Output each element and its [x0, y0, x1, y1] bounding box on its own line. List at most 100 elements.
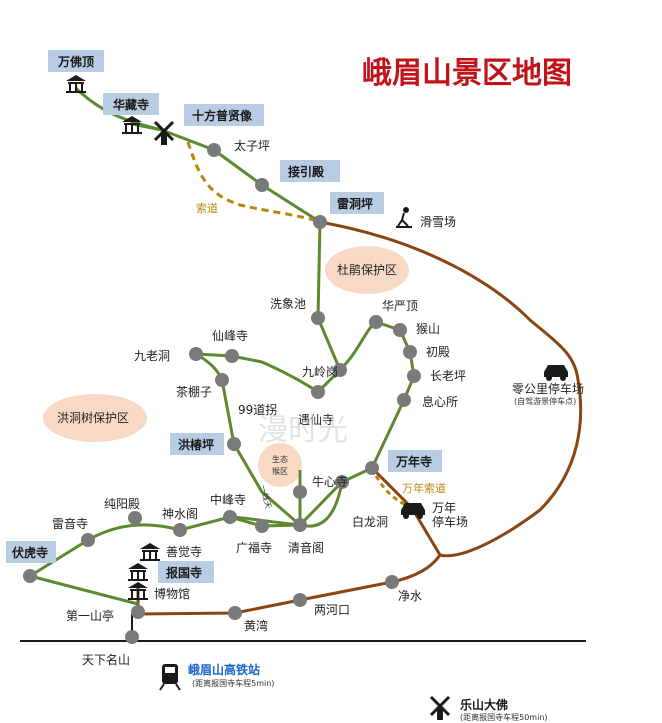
label-rail-note: (距离报国寺车程5min) [192, 678, 274, 688]
label-huazangsi: 华藏寺 [113, 97, 149, 112]
node-leiyinsi[interactable] [81, 533, 95, 547]
label-daoguai99: 99道拐 [238, 402, 277, 417]
car-icon [544, 365, 568, 381]
node-zhongfengsi[interactable] [223, 510, 237, 524]
node-guangfusi[interactable] [255, 519, 269, 533]
node-lianghekou[interactable] [293, 593, 307, 607]
label-cableway-jinding: 索道 [196, 201, 218, 215]
box-wanfoding [48, 50, 104, 72]
reserve-dupeng [325, 246, 409, 294]
label-parking-lingongli-note: (自驾游景停车点) [514, 396, 576, 406]
label-huayanding: 华严顶 [382, 299, 418, 313]
label-chudian: 初殿 [426, 345, 450, 359]
node-houshan[interactable] [393, 323, 407, 337]
label-hongchunping: 洪椿坪 [178, 437, 214, 452]
label-baoguosi: 报国寺 [166, 565, 202, 580]
node-taiziping[interactable] [207, 143, 221, 157]
museum-icon [128, 582, 148, 600]
node-chunyangdian[interactable] [128, 511, 142, 525]
label-taiziping: 太子坪 [234, 138, 270, 153]
node-huayanding[interactable] [369, 315, 383, 329]
label-cableway-wannian: 万年索道 [402, 481, 446, 495]
label-chapengzi: 茶棚子 [176, 384, 212, 399]
node-huangwan[interactable] [228, 606, 242, 620]
node-changlaoping[interactable] [407, 369, 421, 383]
label-houshan: 猴山 [416, 322, 440, 336]
box-huazangsi [103, 93, 159, 115]
label-rail-station: 峨眉山高铁站 [188, 662, 260, 677]
temple-icon [66, 75, 86, 93]
node-diyishanting[interactable] [131, 605, 145, 619]
node-chudian[interactable] [403, 345, 417, 359]
box-hongchunping [170, 433, 224, 455]
label-huaxuechang: 滑雪场 [420, 215, 456, 229]
label-xixinsuo: 息心所 [422, 394, 458, 409]
node-wanniansi[interactable] [365, 461, 379, 475]
label-leiyinsi: 雷音寺 [52, 516, 88, 531]
label-yixiantian: 一线天 [258, 484, 274, 510]
box-fuhusi [6, 541, 56, 563]
node-bailongdong[interactable] [335, 475, 349, 489]
label-jingshui: 净水 [398, 589, 422, 603]
trail-fuhu-diyi [29, 574, 139, 606]
label-xixiangchi: 洗象池 [270, 297, 306, 311]
box-shifang [184, 104, 264, 126]
label-guangfusi: 广福寺 [236, 540, 272, 555]
statue-icon [153, 120, 175, 145]
page-title: 峨眉山景区地图 [362, 56, 572, 91]
label-fuhusi: 伏虎寺 [12, 545, 48, 560]
node-tianxiamingshan[interactable] [125, 630, 139, 644]
label-shenshuige: 神水阁 [162, 507, 198, 521]
node-hongchunping[interactable] [227, 437, 241, 451]
node-chapengzi[interactable] [215, 373, 229, 387]
label-shanjuesi: 善觉寺 [166, 544, 202, 559]
trail-summit [74, 86, 321, 224]
node-xixinsuo[interactable] [397, 393, 411, 407]
node-fuhusi[interactable] [23, 569, 37, 583]
temple-icon [140, 543, 160, 561]
node-jiulinggang[interactable] [333, 363, 347, 377]
road-leidong-jingshui [319, 220, 583, 558]
label-parking-wannian-2: 停车场 [432, 514, 468, 529]
label-huangwan: 黄湾 [244, 618, 268, 633]
reserve-hongdong [43, 394, 147, 442]
box-wanniansi [388, 450, 442, 472]
skier-icon [396, 207, 412, 228]
label-diyishanting: 第一山亭 [66, 608, 114, 623]
node-niuxinsi[interactable] [293, 485, 307, 499]
box-jieyindian [280, 160, 340, 182]
label-parking-lingongli: 零公里停车场 [512, 381, 584, 396]
temple-icon [128, 563, 148, 581]
node-xianfengsi[interactable] [225, 349, 239, 363]
node-yuxiansi[interactable] [311, 385, 325, 399]
node-shenshuige[interactable] [173, 523, 187, 537]
label-tianxiamingshan: 天下名山 [82, 652, 130, 667]
node-jiulaodong[interactable] [189, 347, 203, 361]
reserve-monkey [258, 443, 302, 487]
node-jingshui[interactable] [385, 575, 399, 589]
node-leidongping[interactable] [313, 215, 327, 229]
label-zhongfengsi: 中峰寺 [210, 492, 246, 507]
label-niuxinsi: 牛心寺 [312, 474, 348, 489]
label-wanfoding: 万佛顶 [57, 54, 94, 69]
label-jiulaodong: 九老洞 [134, 349, 170, 363]
label-changlaoping: 长老坪 [430, 369, 466, 383]
label-reserve-monkey-2: 猴区 [272, 467, 288, 476]
node-qingyinge[interactable] [293, 518, 307, 532]
node-xixiangchi[interactable] [311, 311, 325, 325]
label-jiulinggang: 九岭岗 [302, 365, 338, 379]
label-leshan: 乐山大佛 [460, 697, 508, 712]
node-jieyindian[interactable] [255, 178, 269, 192]
label-wanniansi: 万年寺 [395, 454, 432, 469]
label-qingyinge: 清音阁 [288, 540, 324, 555]
label-xianfengsi: 仙峰寺 [212, 329, 248, 343]
label-reserve-monkey-1: 生态 [272, 454, 288, 464]
label-lianghekou: 两河口 [314, 603, 350, 617]
train-icon [159, 664, 181, 691]
temple-icon [122, 116, 142, 134]
box-leidongping [330, 192, 384, 214]
label-parking-wannian-1: 万年 [432, 501, 456, 515]
watermark: 漫时光 [258, 413, 348, 448]
